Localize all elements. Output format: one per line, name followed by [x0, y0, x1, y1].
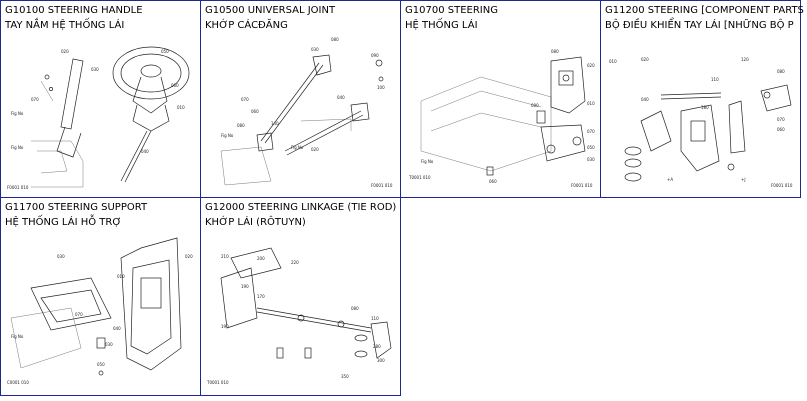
svg-text:180: 180 — [701, 105, 709, 110]
svg-text:F0001 010: F0001 010 — [371, 183, 393, 188]
svg-text:030: 030 — [105, 342, 113, 347]
svg-text:300: 300 — [377, 358, 385, 363]
svg-text:020: 020 — [311, 147, 319, 152]
tile-subtitle: BỘ ĐIỀU KHIỂN TAY LÁI [NHỮNG BỘ P — [605, 20, 794, 31]
svg-text:040: 040 — [141, 149, 149, 154]
svg-text:020: 020 — [641, 57, 649, 62]
svg-text:T0001 010: T0001 010 — [408, 175, 431, 180]
svg-text:050: 050 — [161, 49, 169, 54]
svg-text:040: 040 — [113, 326, 121, 331]
tile-subtitle: TAY NẮM HỆ THỐNG LÁI — [5, 20, 125, 31]
svg-text:Fig No: Fig No — [11, 111, 24, 116]
svg-text:040: 040 — [641, 97, 649, 102]
svg-text:200: 200 — [257, 256, 265, 261]
svg-text:070: 070 — [587, 129, 595, 134]
svg-text:Fig No: Fig No — [291, 145, 304, 150]
svg-text:080: 080 — [531, 103, 539, 108]
tile-steering-support[interactable]: G11700 STEERING SUPPORT HỆ THỐNG LÁI HỖ … — [0, 197, 201, 396]
tile-title: G12000 STEERING LINKAGE (TIE ROD) KHỚP L… — [205, 200, 398, 230]
tile-subtitle: HỆ THỐNG LÁI — [405, 20, 478, 31]
tile-code: G12000 STEERING LINKAGE (TIE ROD) — [205, 202, 397, 213]
tile-steering-component-parts[interactable]: G11200 STEERING [COMPONENT PARTS BỘ ĐIỀU… — [600, 0, 804, 198]
svg-text:030: 030 — [311, 47, 319, 52]
svg-text:030: 030 — [57, 254, 65, 259]
svg-text:050: 050 — [587, 145, 595, 150]
svg-text:060: 060 — [251, 109, 259, 114]
tile-code: G10100 STEERING HANDLE — [5, 5, 143, 16]
tile-steering-linkage[interactable]: G12000 STEERING LINKAGE (TIE ROD) KHỚP L… — [200, 197, 401, 396]
tile-steering-handle[interactable]: G10100 STEERING HANDLE TAY NẮM HỆ THỐNG … — [0, 0, 201, 198]
tile-code: G10500 UNIVERSAL JOINT — [205, 5, 336, 16]
svg-text:010: 010 — [609, 59, 617, 64]
svg-text:090: 090 — [371, 53, 379, 58]
steering-diagram: 080 020 010 080 070 050 030 060 Fig No T… — [408, 49, 595, 188]
tile-title: G10100 STEERING HANDLE TAY NẮM HỆ THỐNG … — [5, 3, 198, 33]
svg-text:070: 070 — [777, 117, 785, 122]
svg-text:+J: +J — [741, 177, 746, 182]
svg-text:100: 100 — [377, 85, 385, 90]
svg-text:070: 070 — [75, 312, 83, 317]
svg-text:030: 030 — [587, 157, 595, 162]
svg-text:280: 280 — [373, 344, 381, 349]
tile-title: G10700 STEERING HỆ THỐNG LÁI — [405, 3, 598, 33]
svg-text:170: 170 — [257, 294, 265, 299]
svg-text:120: 120 — [741, 57, 749, 62]
tile-code: G11700 STEERING SUPPORT — [5, 202, 148, 213]
svg-text:010: 010 — [587, 101, 595, 106]
svg-text:140: 140 — [271, 121, 279, 126]
svg-text:010: 010 — [177, 105, 185, 110]
universal-joint-diagram: 030 080 090 100 070 060 140 040 020 080 … — [220, 37, 393, 188]
tile-code: G11200 STEERING [COMPONENT PARTS — [605, 5, 804, 16]
svg-text:080: 080 — [331, 37, 339, 42]
svg-text:T0001 010: T0001 010 — [206, 380, 229, 385]
svg-text:080: 080 — [237, 123, 245, 128]
svg-text:070: 070 — [241, 97, 249, 102]
svg-text:060: 060 — [777, 127, 785, 132]
steering-support-diagram: 030 020 010 070 040 030 050 Fig No C0001… — [7, 237, 193, 385]
svg-text:020: 020 — [587, 63, 595, 68]
tile-steering[interactable]: G10700 STEERING HỆ THỐNG LÁI 080 020 010… — [400, 0, 601, 198]
tile-subtitle: HỆ THỐNG LÁI HỖ TRỢ — [5, 217, 122, 228]
tile-subtitle: KHỚP LÁI (RÔTUYN) — [205, 217, 306, 228]
svg-text:110: 110 — [371, 316, 379, 321]
svg-text:080: 080 — [351, 306, 359, 311]
svg-text:070: 070 — [31, 97, 39, 102]
svg-text:F0001 010: F0001 010 — [771, 183, 793, 188]
svg-text:Fig No: Fig No — [11, 145, 24, 150]
svg-text:060: 060 — [171, 83, 179, 88]
svg-text:020: 020 — [185, 254, 193, 259]
svg-text:050: 050 — [97, 362, 105, 367]
svg-text:020: 020 — [61, 49, 69, 54]
tile-universal-joint[interactable]: G10500 UNIVERSAL JOINT KHỚP CÁCĐĂNG 030 … — [200, 0, 401, 198]
tile-code: G10700 STEERING — [405, 5, 498, 16]
tile-subtitle: KHỚP CÁCĐĂNG — [205, 20, 288, 31]
svg-text:080: 080 — [551, 49, 559, 54]
tile-title: G11700 STEERING SUPPORT HỆ THỐNG LÁI HỖ … — [5, 200, 198, 230]
svg-text:010: 010 — [117, 274, 125, 279]
svg-text:080: 080 — [777, 69, 785, 74]
steering-linkage-diagram: 210 200 220 190 170 080 110 280 300 350 … — [206, 247, 392, 385]
svg-text:210: 210 — [221, 254, 229, 259]
svg-text:220: 220 — [291, 260, 299, 265]
component-parts-diagram: 010 020 040 110 120 080 070 060 180 +A +… — [609, 57, 793, 188]
tile-title: G11200 STEERING [COMPONENT PARTS BỘ ĐIỀU… — [605, 3, 804, 33]
svg-text:+A: +A — [667, 177, 673, 182]
svg-text:Fig No: Fig No — [421, 159, 434, 164]
svg-text:110: 110 — [711, 77, 719, 82]
svg-text:040: 040 — [337, 95, 345, 100]
tile-title: G10500 UNIVERSAL JOINT KHỚP CÁCĐĂNG — [205, 3, 398, 33]
svg-text:F0001 010: F0001 010 — [7, 185, 29, 190]
svg-text:190: 190 — [221, 324, 229, 329]
svg-text:F0001 010: F0001 010 — [571, 183, 593, 188]
svg-text:350: 350 — [341, 374, 349, 379]
svg-text:C0001 010: C0001 010 — [7, 380, 29, 385]
svg-text:060: 060 — [489, 179, 497, 184]
svg-text:Fig No: Fig No — [221, 133, 234, 138]
steering-handle-diagram: 020 050 030 060 010 040 070 Fig No Fig N… — [7, 46, 190, 190]
svg-text:190: 190 — [241, 284, 249, 289]
svg-text:030: 030 — [91, 67, 99, 72]
svg-text:Fig No: Fig No — [11, 334, 24, 339]
